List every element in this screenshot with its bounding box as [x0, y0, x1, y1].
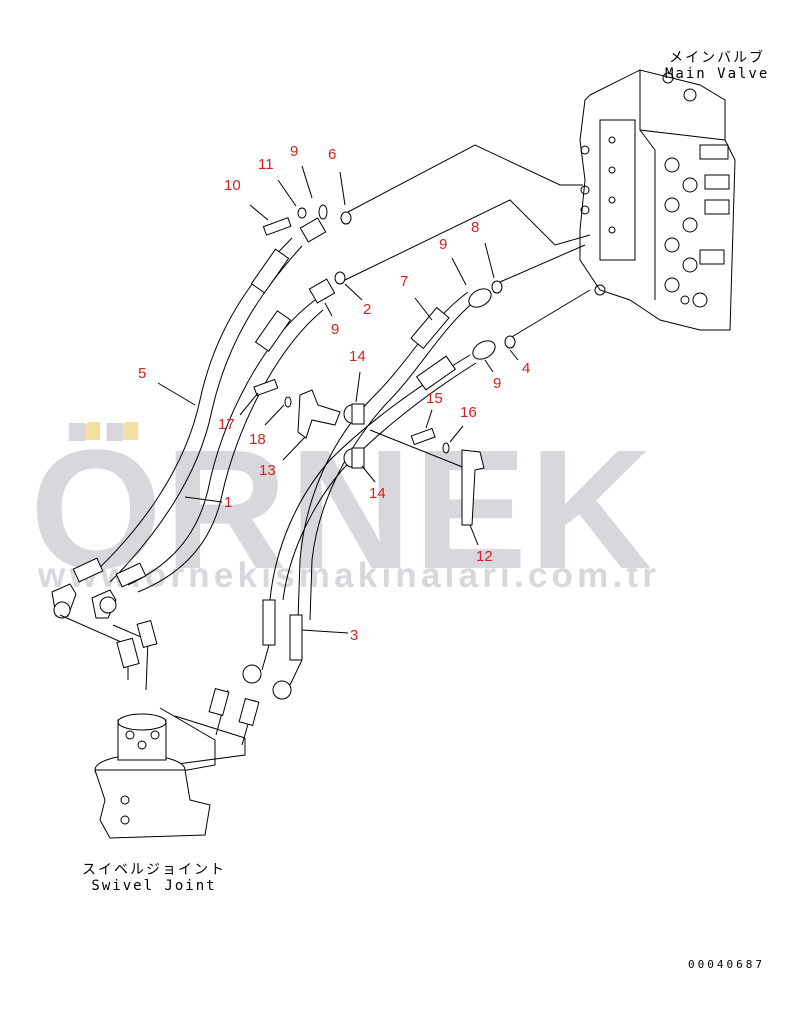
callout-3: 3	[350, 627, 358, 644]
callout-leaders	[157, 165, 519, 634]
callout-9: 9	[439, 236, 447, 253]
callout-10: 10	[224, 177, 241, 194]
callout-14: 14	[349, 348, 366, 365]
main-valve-label-en: Main Valve	[665, 66, 770, 82]
callout-12: 12	[476, 548, 493, 565]
callout-5: 5	[138, 365, 146, 382]
hose-fittings-left	[51, 557, 147, 619]
callout-14: 14	[369, 485, 386, 502]
callout-9: 9	[331, 321, 339, 338]
callout-2: 2	[363, 301, 371, 318]
drawing-number: 00040687	[688, 958, 765, 971]
swivel-joint-label-jp: スイベルジョイント	[82, 862, 226, 878]
swivel-joint-label: スイベルジョイント Swivel Joint	[82, 862, 226, 894]
main-valve-label: メインバルブ Main Valve	[665, 50, 769, 82]
callout-8: 8	[471, 219, 479, 236]
hose-7	[297, 288, 492, 621]
callout-15: 15	[426, 390, 443, 407]
callout-4: 4	[522, 360, 530, 377]
swivel-joint-label-en: Swivel Joint	[91, 878, 217, 894]
main-valve-drawing	[579, 69, 736, 331]
callout-9: 9	[493, 375, 501, 392]
callout-18: 18	[249, 431, 266, 448]
callout-11: 11	[258, 156, 274, 173]
hose-3	[242, 340, 496, 700]
clamp-parts	[253, 204, 516, 526]
callout-1: 1	[224, 494, 232, 511]
hose-5	[91, 217, 327, 583]
callout-13: 13	[259, 462, 276, 479]
swivel-joint-drawing	[59, 614, 260, 839]
callouts: 10 11 9 6 8 9 7 2 9 4 9 14 5 15 16 17 18…	[138, 143, 530, 644]
callout-7: 7	[400, 273, 408, 290]
hose-1	[127, 278, 336, 593]
connection-lines	[344, 144, 591, 471]
main-valve-label-jp: メインバルブ	[669, 50, 766, 66]
callout-6: 6	[328, 146, 336, 163]
callout-9: 9	[290, 143, 298, 160]
callout-17: 17	[218, 416, 235, 433]
callout-16: 16	[460, 404, 477, 421]
